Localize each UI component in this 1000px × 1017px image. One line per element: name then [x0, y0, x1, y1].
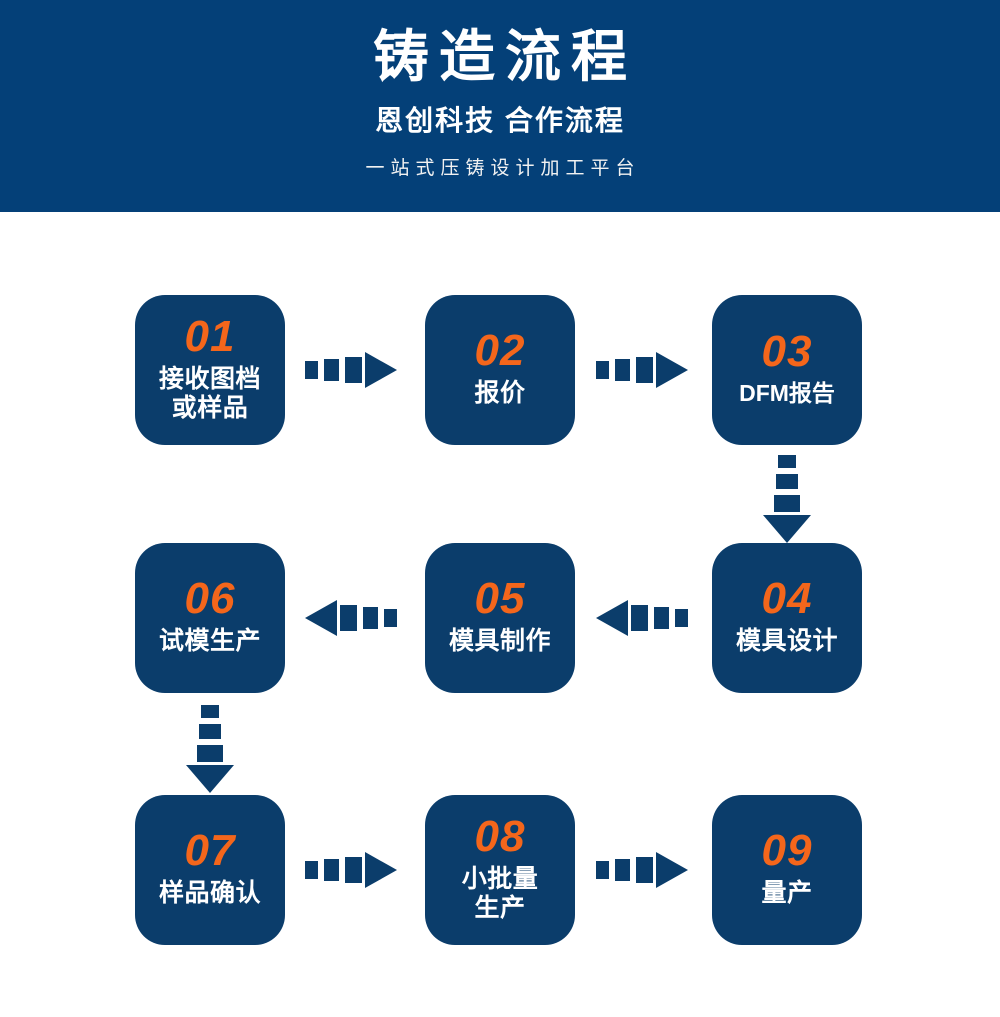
step-number-09: 09 — [761, 826, 813, 876]
arrow-04-to-05 — [596, 600, 688, 636]
step-box-04[interactable]: 04 模具设计 — [712, 543, 862, 693]
step-number-06: 06 — [184, 574, 236, 624]
step-label-02: 报价 — [474, 379, 526, 408]
page-title: 铸造流程 — [373, 25, 637, 88]
step-box-02[interactable]: 02 报价 — [425, 295, 575, 445]
step-box-09[interactable]: 09 量产 — [712, 795, 862, 945]
arrow-01-to-02 — [305, 352, 397, 388]
step-number-05: 05 — [474, 574, 526, 624]
arrow-07-to-08 — [305, 852, 397, 888]
step-label-04: 模具设计 — [735, 627, 838, 656]
step-label-08: 小批量 生产 — [461, 864, 539, 923]
page-subtitle: 恩创科技 合作流程 — [375, 104, 625, 136]
step-number-02: 02 — [474, 326, 526, 376]
step-number-03: 03 — [761, 327, 813, 377]
step-number-01: 01 — [184, 311, 236, 361]
step-label-05: 模具制作 — [448, 627, 551, 656]
step-label-03: DFM报告 — [739, 380, 835, 407]
step-box-03[interactable]: 03 DFM报告 — [712, 295, 862, 445]
step-label-09: 量产 — [761, 879, 813, 908]
arrow-02-to-03 — [596, 352, 688, 388]
step-number-04: 04 — [761, 574, 813, 624]
step-label-06: 试模生产 — [158, 627, 261, 656]
page-tagline: 一站式压铸设计加工平台 — [365, 157, 641, 179]
step-label-01: 接收图档 或样品 — [158, 364, 261, 423]
step-box-08[interactable]: 08 小批量 生产 — [425, 795, 575, 945]
step-box-07[interactable]: 07 样品确认 — [135, 795, 285, 945]
step-number-08: 08 — [474, 811, 526, 861]
arrow-03-to-04 — [757, 455, 817, 543]
page-header: 铸造流程 恩创科技 合作流程 一站式压铸设计加工平台 — [0, 0, 1000, 212]
step-box-06[interactable]: 06 试模生产 — [135, 543, 285, 693]
step-label-07: 样品确认 — [158, 879, 261, 908]
step-box-01[interactable]: 01 接收图档 或样品 — [135, 295, 285, 445]
step-number-07: 07 — [184, 826, 236, 876]
process-flow-diagram: 01 接收图档 或样品 02 报价 03 DFM报告 — [0, 212, 1000, 1017]
arrow-05-to-06 — [305, 600, 397, 636]
arrow-08-to-09 — [596, 852, 688, 888]
step-box-05[interactable]: 05 模具制作 — [425, 543, 575, 693]
arrow-06-to-07 — [180, 705, 240, 793]
